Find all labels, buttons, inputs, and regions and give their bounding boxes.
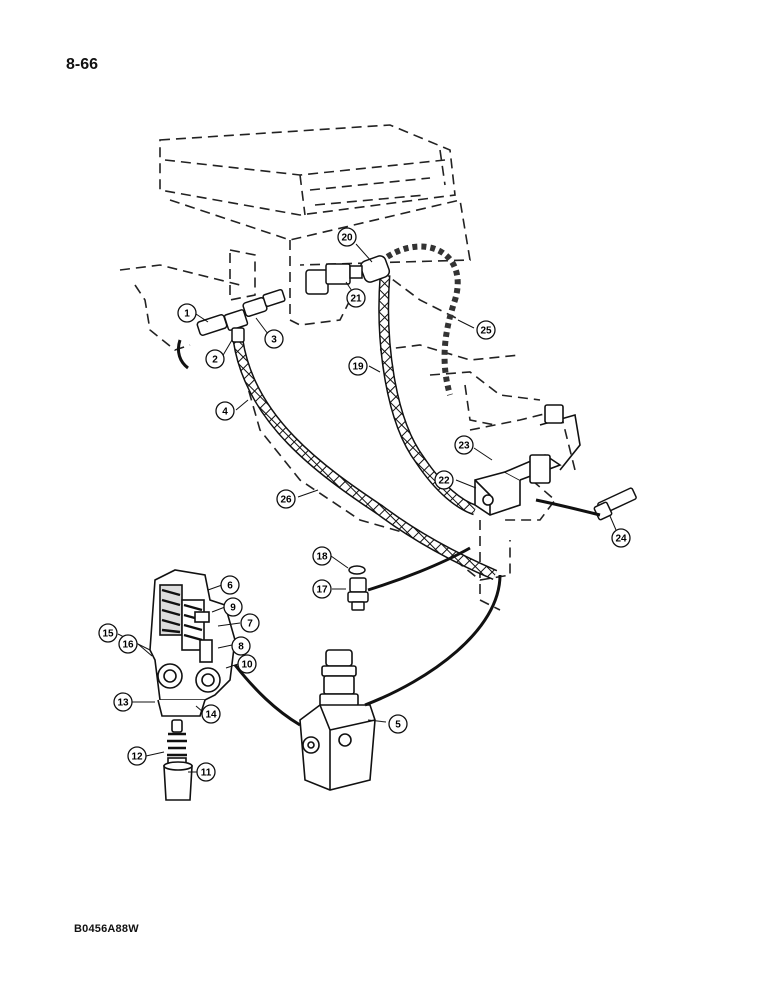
svg-text:5: 5	[395, 720, 401, 731]
callout-25: 25	[476, 320, 496, 340]
svg-text:15: 15	[102, 629, 114, 640]
callout-18: 18	[312, 546, 332, 566]
callout-22: 22	[434, 470, 454, 490]
valve-block-22	[474, 404, 581, 516]
callout-20: 20	[337, 227, 357, 247]
callout-6: 6	[220, 575, 240, 595]
page-number: 8-66	[66, 56, 99, 73]
callout-15: 15	[98, 623, 118, 643]
callout-9: 9	[223, 597, 243, 617]
callout-7: 7	[240, 613, 260, 633]
valve-5	[299, 649, 376, 791]
svg-text:13: 13	[117, 698, 129, 709]
hose-4	[232, 339, 498, 581]
spool-11	[163, 719, 193, 801]
callout-5: 5	[388, 714, 408, 734]
valve-cutaway	[149, 569, 236, 717]
callout-26: 26	[276, 489, 296, 509]
svg-text:7: 7	[247, 619, 253, 630]
callout-12: 12	[127, 746, 147, 766]
svg-text:10: 10	[241, 660, 253, 671]
svg-text:25: 25	[480, 326, 492, 337]
machine-outline	[119, 124, 576, 611]
svg-text:4: 4	[222, 407, 228, 418]
svg-text:16: 16	[122, 640, 134, 651]
callout-13: 13	[113, 692, 133, 712]
hose-25	[378, 243, 461, 396]
callout-23: 23	[454, 435, 474, 455]
callout-19: 19	[348, 356, 368, 376]
svg-text:12: 12	[131, 752, 143, 763]
callout-4: 4	[215, 401, 235, 421]
callout-14: 14	[201, 704, 221, 724]
bolt-24	[535, 487, 637, 521]
callout-17: 17	[312, 579, 332, 599]
svg-text:20: 20	[341, 233, 353, 244]
svg-text:2: 2	[212, 355, 218, 366]
svg-text:24: 24	[615, 534, 627, 545]
callout-1: 1	[177, 303, 197, 323]
svg-text:19: 19	[352, 362, 364, 373]
svg-text:23: 23	[458, 441, 470, 452]
svg-text:9: 9	[230, 603, 236, 614]
fitting-17	[347, 565, 369, 611]
svg-text:8: 8	[238, 642, 244, 653]
callout-24: 24	[611, 528, 631, 548]
svg-text:6: 6	[227, 581, 233, 592]
callout-8: 8	[231, 636, 251, 656]
svg-text:26: 26	[280, 495, 292, 506]
svg-text:3: 3	[271, 335, 277, 346]
callout-11: 11	[196, 762, 216, 782]
fitting-assembly-1-2-3	[176, 288, 286, 370]
svg-text:22: 22	[438, 476, 450, 487]
svg-text:18: 18	[316, 552, 328, 563]
figure-code: B0456A88W	[74, 923, 139, 935]
svg-text:1: 1	[184, 309, 190, 320]
svg-text:21: 21	[350, 294, 362, 305]
svg-text:14: 14	[205, 710, 217, 721]
callout-16: 16	[118, 634, 138, 654]
callout-10: 10	[237, 654, 257, 674]
callout-3: 3	[264, 329, 284, 349]
svg-text:17: 17	[316, 585, 328, 596]
callout-2: 2	[205, 349, 225, 369]
svg-text:11: 11	[201, 768, 212, 779]
callout-21: 21	[346, 288, 366, 308]
fitting-assembly-20-21	[305, 255, 391, 295]
